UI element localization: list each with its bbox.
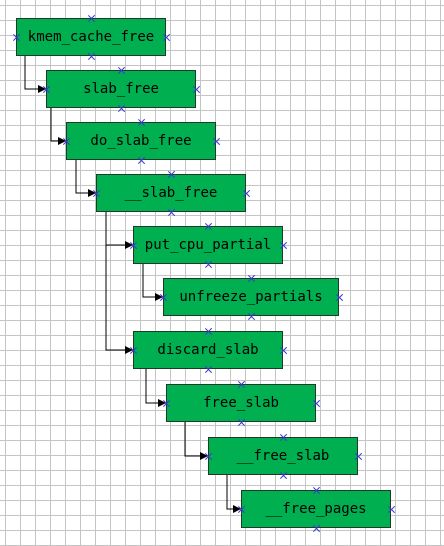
node-put-cpu-partial[interactable]: put_cpu_partial xyxy=(133,226,283,264)
connector-n8-n9 xyxy=(226,475,241,513)
connector-n7-n8 xyxy=(184,422,208,460)
node-discard-slab[interactable]: discard_slab xyxy=(133,331,283,369)
connector-n3-n6 xyxy=(105,212,133,354)
connector-n3-n4 xyxy=(105,212,133,249)
node-slab-free[interactable]: slab_free xyxy=(46,70,196,108)
connector-n0-n1 xyxy=(24,56,46,93)
connector-n2-n3 xyxy=(75,160,96,197)
node-kmem-cache-free[interactable]: kmem_cache_free xyxy=(16,18,166,56)
node-underscore-free-pages[interactable]: __free_pages xyxy=(241,490,391,528)
connector-n4-n5 xyxy=(142,264,163,301)
node-do-slab-free[interactable]: do_slab_free xyxy=(66,122,216,160)
node-underscore-slab-free[interactable]: __slab_free xyxy=(96,174,246,212)
connector-n6-n7 xyxy=(145,369,166,407)
node-unfreeze-partials[interactable]: unfreeze_partials xyxy=(163,278,339,316)
node-free-slab[interactable]: free_slab xyxy=(166,384,316,422)
connector-n1-n2 xyxy=(50,108,66,145)
node-underscore-free-slab[interactable]: __free_slab xyxy=(208,437,358,475)
